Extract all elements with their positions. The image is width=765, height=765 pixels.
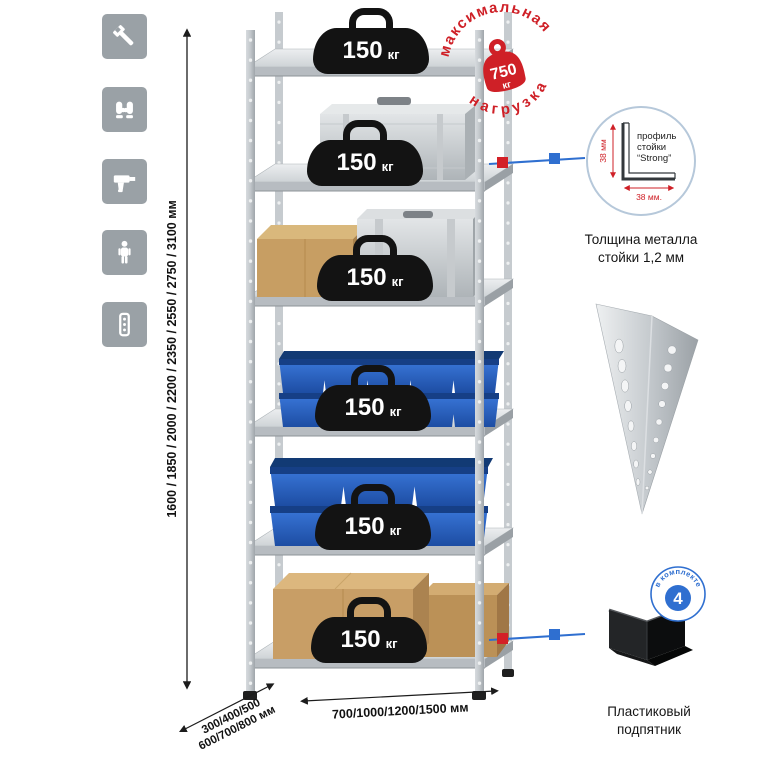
load-value: 150 (344, 394, 385, 421)
weight-handle (351, 484, 395, 506)
drill-icon (102, 159, 147, 204)
upright-post-photo (595, 303, 699, 515)
wrench-icon-glyph (113, 25, 134, 46)
shelf-load-badge-4: 150 кг (314, 365, 432, 431)
weight-handle (343, 120, 387, 142)
perforated-profile-icon (102, 302, 147, 347)
back-posts (275, 12, 512, 670)
shelf-load-badge-6: 150 кг (310, 597, 428, 663)
load-value: 150 (340, 626, 381, 653)
post-perforations (614, 338, 677, 491)
profile-label-line2: стойки (637, 142, 666, 153)
stamp-value: 750 (489, 61, 519, 84)
profile-label-line1: профиль (637, 131, 676, 142)
gloves-icon-glyph (116, 101, 133, 119)
shelf-load-badge-3: 150 кг (316, 235, 434, 301)
perforated-profile-icon-glyph (119, 312, 130, 337)
kit-badge: в комплекте 4 (650, 566, 706, 622)
weight-handle (351, 365, 395, 387)
front-posts (246, 30, 484, 692)
stamp-weight-body (483, 51, 526, 92)
max-load-stamp: максимальная нагрузка 750 кг (432, 0, 558, 128)
note-line-1: Толщина металла (584, 232, 698, 247)
person-icon-glyph (118, 240, 131, 264)
load-unit: кг (385, 636, 398, 651)
shelf-load-badge-1: 150 кг (312, 8, 430, 74)
shelf-load-badge-5: 150 кг (314, 484, 432, 550)
gloves-icon (102, 87, 147, 132)
load-unit: кг (387, 47, 400, 62)
profile-dim-bottom: 38 мм. (636, 192, 662, 202)
profile-label-line3: “Strong” (637, 153, 671, 164)
kit-badge-count: 4 (673, 589, 683, 608)
profile-dim-side: 38 мм (598, 139, 608, 163)
profile-cross-section-drawing (621, 122, 676, 181)
foot-label-line2: подпятник (616, 721, 682, 737)
plastic-feet (243, 669, 514, 700)
wrench-icon (102, 14, 147, 59)
height-dimension: 1600 / 1850 / 2000 / 2200 / 2350 / 2550 … (165, 28, 192, 690)
load-unit: кг (389, 404, 402, 419)
load-unit: кг (381, 159, 394, 174)
weight-handle (349, 8, 393, 30)
load-value: 150 (346, 264, 387, 291)
load-value: 150 (342, 37, 383, 64)
stamp-unit: кг (501, 79, 512, 92)
shelf-load-badge-2: 150 кг (306, 120, 424, 186)
weight-handle (353, 235, 397, 257)
blue-marker-square (549, 629, 560, 640)
note-line-2: стойки 1,2 мм (597, 249, 685, 265)
weight-handle (347, 597, 391, 619)
depth-dimension-line2: 600/700/800 мм (197, 704, 277, 753)
profile-detail-circle: 38 мм 38 мм. профиль стойки “Strong” (586, 106, 696, 216)
load-value: 150 (344, 513, 385, 540)
load-unit: кг (391, 274, 404, 289)
drill-icon-glyph (113, 175, 136, 193)
blue-marker-square (549, 153, 560, 164)
plastic-foot-label: Пластиковый подпятник (574, 703, 724, 738)
height-dimension-text: 1600 / 1850 / 2000 / 2200 / 2350 / 2550 … (165, 200, 179, 517)
person-icon (102, 230, 147, 275)
metal-thickness-note: Толщина металла стойки 1,2 мм (566, 231, 716, 266)
load-unit: кг (389, 523, 402, 538)
foot-label-line1: Пластиковый (607, 704, 691, 719)
load-value: 150 (336, 149, 377, 176)
